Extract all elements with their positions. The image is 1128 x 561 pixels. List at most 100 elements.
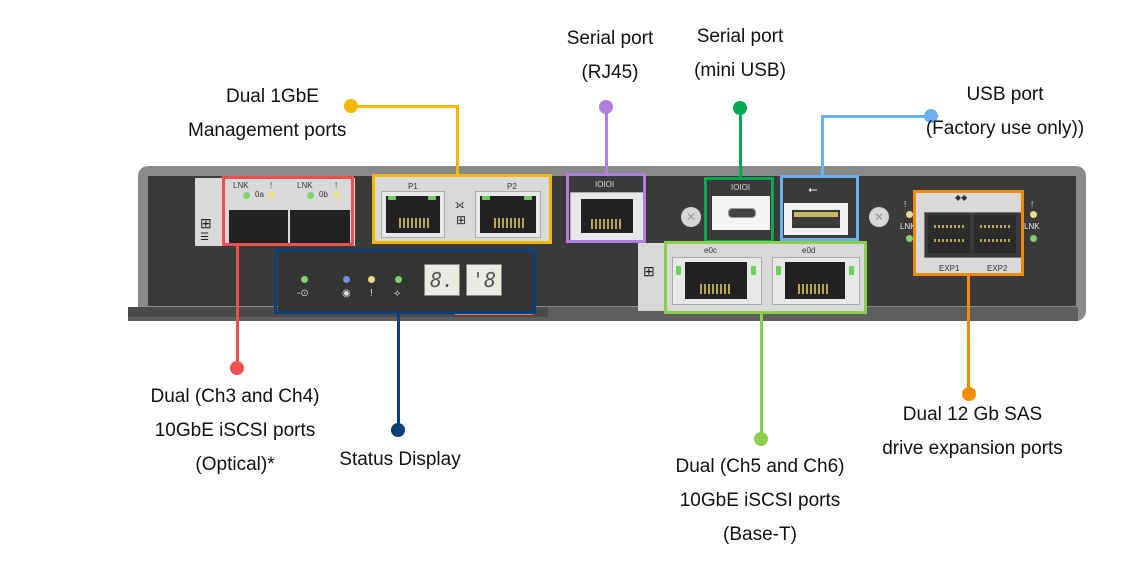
callout-line: Management ports	[188, 120, 347, 141]
iscsi-optical-leader-line	[236, 246, 239, 362]
serial-usb-callout-label: Serial port (mini USB)	[675, 20, 805, 88]
iscsi-baset-highlight	[664, 241, 867, 314]
screw-icon: ✕	[681, 207, 701, 227]
serial-mini-usb-highlight	[704, 177, 774, 243]
iscsi-optical-highlight	[222, 176, 354, 246]
sas-lnk-label-right: LNK	[1024, 222, 1040, 231]
callout-line: Dual (Ch5 and Ch6)	[675, 456, 845, 477]
fault-label-0a: !	[270, 181, 273, 190]
iscsi-baset-callout-dot	[754, 432, 768, 446]
callout-line: Status Display	[339, 449, 461, 470]
sas-callout-dot	[962, 387, 976, 401]
port-label-0a: 0a	[255, 190, 264, 199]
serial-rj45-glyph: IOIOI	[595, 180, 615, 189]
management-highlight	[372, 174, 552, 244]
sas-led-lnk-right	[1030, 235, 1037, 242]
status-led-fault	[368, 276, 375, 283]
status-icon-locate: ◉	[342, 288, 351, 299]
screw-icon: ✕	[869, 207, 889, 227]
baset-side-panel	[638, 243, 668, 311]
serial-rj45-highlight	[566, 173, 646, 243]
status-led-locate	[301, 276, 308, 283]
sas-fault-label-left: !	[904, 200, 907, 209]
callout-line: Dual (Ch3 and Ch4)	[150, 386, 320, 407]
callout-line: Serial port	[566, 28, 654, 49]
usb-callout-dot	[924, 109, 938, 123]
sas-glyph: ◆◆	[955, 193, 968, 202]
status-display-leader-line	[397, 313, 400, 431]
status-display-callout-label: Status Display	[325, 443, 475, 477]
callout-line: USB port	[966, 84, 1044, 105]
serial-usb-glyph: IOIOI	[731, 183, 751, 192]
callout-line: 10GbE iSCSI ports	[679, 490, 841, 511]
sas-fault-label-right: !	[1031, 200, 1034, 209]
callout-line: (Optical)*	[195, 454, 275, 475]
callout-line: 10GbE iSCSI ports	[154, 420, 316, 441]
sas-port-exp1[interactable]	[928, 215, 970, 253]
port-label-0b: 0b	[319, 190, 328, 199]
status-icon-fault: !	[370, 288, 373, 299]
usb-highlight	[780, 175, 859, 241]
serial-port-rj45[interactable]	[570, 192, 644, 242]
iscsi-port-e0d[interactable]	[772, 257, 860, 305]
iscsi-baset-leader-line	[760, 313, 763, 438]
callout-line: Serial port	[696, 26, 784, 47]
usb-icon: ⭠	[808, 182, 818, 196]
callout-line: Dual 12 Gb SAS	[902, 404, 1043, 425]
iscsi-icon: ☰	[200, 232, 209, 243]
callout-line: (Base-T)	[723, 524, 797, 545]
serial-port-mini-usb[interactable]	[712, 196, 770, 230]
seven-segment-digit-2: '8	[466, 264, 502, 296]
callout-line: (Factory use only))	[925, 118, 1085, 139]
usb-port[interactable]	[784, 203, 848, 235]
mgmt-p1-label: P1	[408, 182, 418, 191]
network-icon: ⊞	[200, 215, 212, 231]
network-icon: ⊞	[643, 263, 655, 279]
link-icon: ⟗	[455, 199, 465, 211]
callout-line: Dual 1GbE	[226, 86, 319, 107]
sas-callout-label: Dual 12 Gb SAS drive expansion ports	[865, 398, 1080, 466]
iscsi-port-e0c[interactable]	[672, 257, 762, 305]
sas-lnk-label-left: LNK	[900, 222, 916, 231]
sas-port-exp2[interactable]	[974, 215, 1016, 253]
lnk-label-0a: LNK	[233, 181, 249, 190]
callout-line: (RJ45)	[581, 62, 639, 83]
fault-label-0b: !	[335, 181, 338, 190]
status-led-activity	[395, 276, 402, 283]
serial-usb-leader-line	[739, 108, 742, 178]
serial-rj45-leader-line	[605, 107, 608, 174]
sfp-port-0b[interactable]	[290, 210, 350, 244]
status-icon-power: -⊙	[297, 288, 309, 299]
sas-led-lnk-left	[906, 235, 913, 242]
sas-leader-line	[967, 275, 970, 391]
iscsi-optical-callout-dot	[230, 361, 244, 375]
led-fault-0b	[333, 192, 340, 199]
port-label-e0c: e0c	[704, 246, 717, 255]
usb-callout-label: USB port (Factory use only))	[910, 78, 1100, 146]
management-leader-line	[351, 105, 459, 108]
status-display-highlight	[274, 249, 536, 314]
serial-rj45-header	[569, 178, 643, 192]
sas-led-fault-right	[1030, 211, 1037, 218]
status-display-callout-dot	[391, 423, 405, 437]
network-icon: ⊞	[456, 213, 467, 227]
sfp-port-0a[interactable]	[229, 210, 288, 244]
serial-rj45-callout-label: Serial port (RJ45)	[545, 22, 675, 90]
mgmt-port-p1[interactable]	[381, 191, 445, 238]
management-leader-line	[456, 105, 459, 175]
status-led-attention	[343, 276, 350, 283]
usb-leader-line	[821, 115, 927, 118]
sas-exp2-label: EXP2	[987, 264, 1008, 273]
led-fault-0a	[268, 192, 275, 199]
mgmt-port-p2[interactable]	[475, 191, 541, 238]
sas-led-fault-left	[906, 211, 913, 218]
callout-line: drive expansion ports	[882, 438, 1063, 459]
sas-highlight	[913, 190, 1024, 276]
led-lnk-0b	[307, 192, 314, 199]
port-label-e0d: e0d	[802, 246, 816, 255]
status-icon-activity: ⟡	[394, 288, 401, 299]
lnk-label-0b: LNK	[297, 181, 313, 190]
seven-segment-digit-1: 8.	[424, 264, 460, 296]
mgmt-p2-label: P2	[507, 182, 517, 191]
usb-leader-line	[821, 115, 824, 176]
